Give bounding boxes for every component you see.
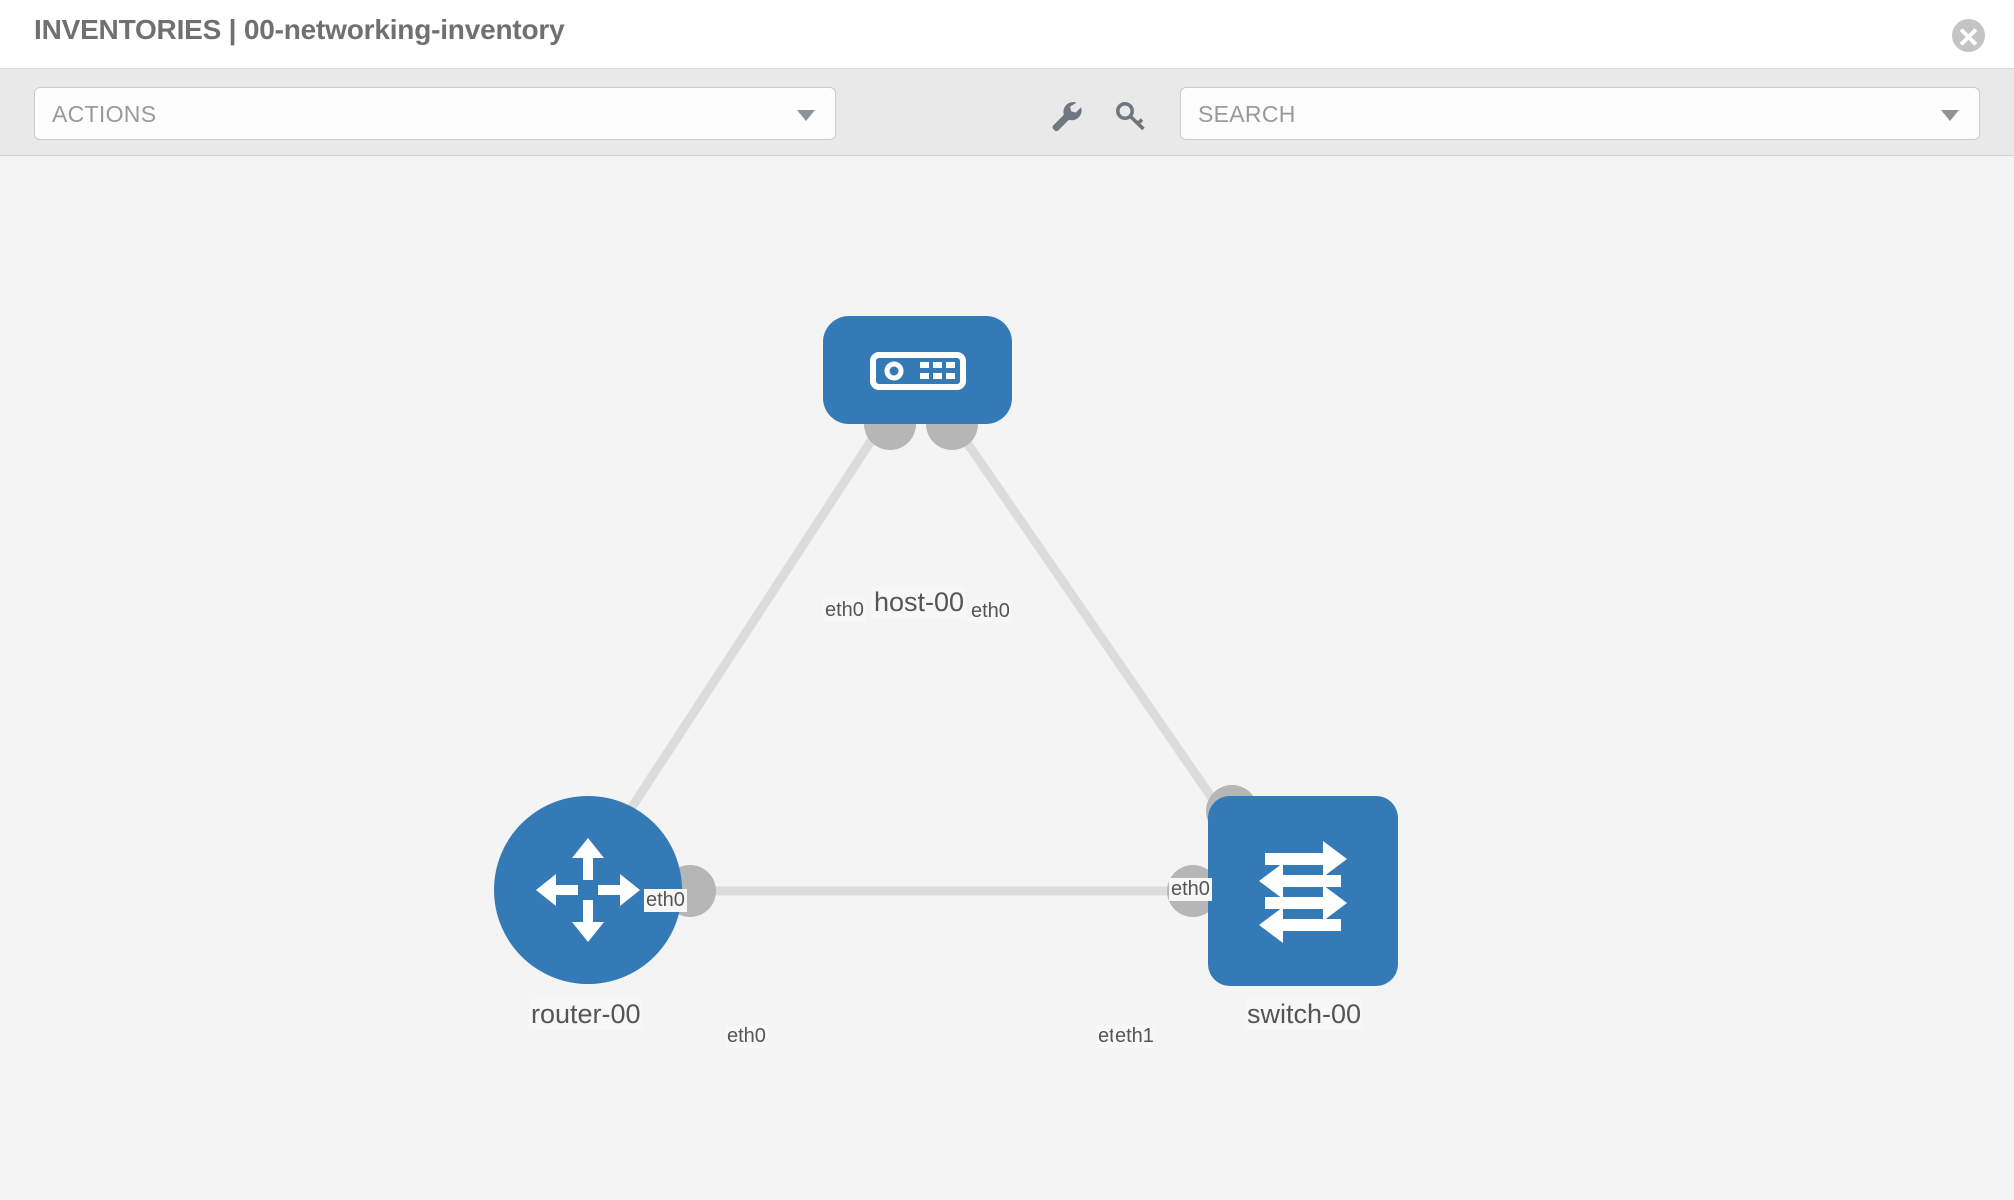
iface-label-host-right: eth0	[969, 600, 1012, 623]
four-arrows-inward-icon	[536, 838, 640, 942]
node-label-switch-00: switch-00	[1245, 999, 1364, 1030]
wrench-button[interactable]	[1046, 96, 1084, 134]
iface-label-router-right: eth0	[725, 1025, 768, 1048]
close-icon	[1959, 28, 1978, 46]
wrench-icon	[1052, 102, 1082, 132]
actions-dropdown-label: ACTIONS	[52, 101, 157, 127]
server-appliance-icon	[869, 352, 966, 390]
close-button[interactable]	[1952, 19, 1985, 52]
search-input[interactable]: SEARCH	[1180, 87, 1980, 140]
iface-label-switch-uplink: eth0	[1169, 878, 1212, 901]
iface-label-switch-left-b: eth1	[1113, 1025, 1156, 1048]
actions-dropdown[interactable]: ACTIONS	[34, 87, 836, 140]
edge-host-switch[interactable]	[946, 415, 1249, 849]
toolbar: ACTIONS SEARCH	[0, 69, 2014, 156]
page-header: INVENTORIES | 00-networking-inventory	[0, 0, 2014, 69]
node-switch-00[interactable]	[1208, 796, 1398, 986]
key-button[interactable]	[1112, 96, 1150, 134]
chevron-down-icon	[797, 110, 815, 121]
bidirectional-arrows-icon	[1259, 841, 1347, 943]
topology-canvas[interactable]: host-00 eth0 eth0 router-00 eth0 eth0	[0, 156, 2014, 1200]
node-label-router-00: router-00	[529, 999, 643, 1030]
edge-host-router[interactable]	[596, 415, 890, 859]
search-placeholder: SEARCH	[1198, 101, 1296, 127]
node-host-00[interactable]	[823, 316, 1012, 424]
node-label-host-00: host-00	[872, 587, 967, 618]
key-icon	[1116, 102, 1145, 131]
iface-label-router-uplink: eth0	[644, 889, 687, 912]
chevron-down-icon	[1941, 110, 1959, 121]
page-title: INVENTORIES | 00-networking-inventory	[34, 14, 565, 45]
iface-label-host-left: eth0	[823, 599, 866, 622]
topology-edges	[596, 398, 1258, 917]
